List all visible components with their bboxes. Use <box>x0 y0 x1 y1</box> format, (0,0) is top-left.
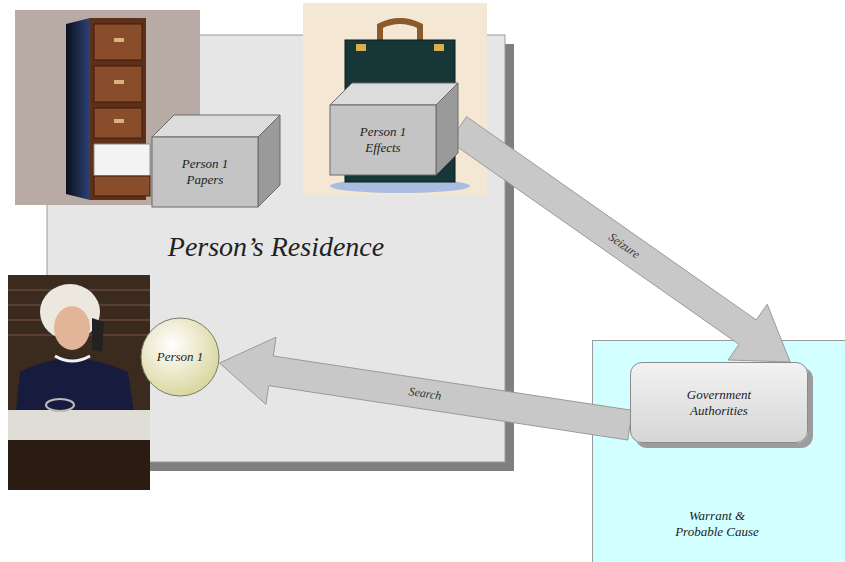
briefcase-handle <box>380 21 420 42</box>
glasses <box>46 399 74 411</box>
node-label: Person 1 Papers <box>169 156 241 187</box>
open-drawer-front <box>94 176 150 196</box>
drawer <box>94 24 142 60</box>
node-label: Person 1 Effects <box>347 124 419 155</box>
document-box: Person 1 Papers <box>152 115 280 207</box>
briefcase-picture <box>303 3 487 195</box>
authority-region: Warrant & Probable Cause Government Autho… <box>592 340 845 562</box>
node-label: Government Authorities <box>669 387 769 418</box>
cube-side <box>436 83 458 175</box>
warrant-ground <box>593 341 845 562</box>
drawer-handle <box>114 119 124 123</box>
necklace <box>55 356 90 361</box>
cabinet-side <box>66 18 90 200</box>
drawer <box>94 66 142 102</box>
text-holder: Government Authorities <box>631 363 807 442</box>
picture-ground <box>303 3 487 195</box>
person-photo <box>8 275 150 490</box>
desk-papers <box>8 410 150 440</box>
text-holder: Person 1 Effects <box>330 105 436 175</box>
desk <box>8 440 150 490</box>
node-label: Person 1 <box>157 349 204 365</box>
open-drawer-papers <box>94 144 150 176</box>
briefcase-clasp <box>434 44 444 51</box>
node-label: Warrant & Probable Cause <box>672 508 762 539</box>
block-arrow <box>449 117 790 362</box>
briefcase-clasp <box>356 44 366 51</box>
text-holder: Warrant & Probable Cause <box>642 500 792 548</box>
drawer-handle <box>114 80 124 84</box>
circle-outline <box>141 318 219 396</box>
text-holder: Person’s Residence <box>47 225 505 269</box>
drawer-handle <box>114 38 124 42</box>
photo-ground <box>8 275 150 490</box>
cube-front <box>330 105 436 175</box>
face <box>54 306 90 350</box>
drawer <box>94 108 142 138</box>
person-circle: Person 1 <box>140 317 220 397</box>
region-title: Person’s Residence <box>168 230 384 264</box>
block-arrow <box>220 337 633 440</box>
effects-box: Person 1 Effects <box>330 83 458 175</box>
phone <box>92 318 104 352</box>
text-holder: Person 1 Papers <box>152 137 258 207</box>
text-holder: Person 1 <box>140 317 220 397</box>
cube-side <box>258 115 280 207</box>
authority-box: Government Authorities <box>630 362 808 443</box>
cube-front <box>152 137 258 207</box>
